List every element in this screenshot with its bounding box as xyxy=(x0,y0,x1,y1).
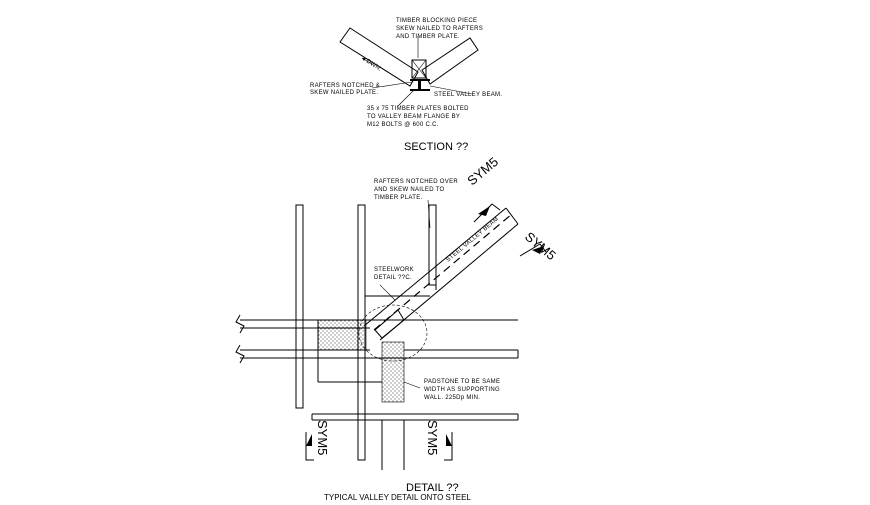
sym-marker-top: SYM5 xyxy=(464,154,501,223)
note-steelwork: STEELWORK DETAIL ??C. xyxy=(374,267,416,281)
note-rafters-notched: RAFTERS NOTCHED & SKEW NAILED PLATE. xyxy=(310,83,382,96)
note-timber-blocking: TIMBER BLOCKING PIECE SKEW NAILED TO RAF… xyxy=(396,18,485,40)
padstone-stipple xyxy=(381,341,405,403)
steel-valley-beam-section xyxy=(410,79,430,91)
sym-marker-right-top: SYM5 xyxy=(519,229,559,263)
svg-text:SYM5: SYM5 xyxy=(425,420,440,455)
detail-title: DETAIL ?? xyxy=(406,482,459,494)
note-steel-valley-beam: STEEL VALLEY BEAM. xyxy=(434,92,502,98)
sym-marker-left: SYM5 xyxy=(305,420,330,461)
left-rafter xyxy=(339,27,419,87)
section-drawing: DWN. TIMBER BLOCKING PIECE SKEW NAILED T… xyxy=(310,18,502,153)
svg-text:SYM5: SYM5 xyxy=(464,154,501,188)
detail-subtitle: TYPICAL VALLEY DETAIL ONTO STEEL xyxy=(324,493,471,502)
svg-text:SYM5: SYM5 xyxy=(522,229,559,263)
timber-blocking-piece xyxy=(411,59,427,79)
detail-callout-circle xyxy=(358,304,428,362)
note-padstone: PADSTONE TO BE SAME WIDTH AS SUPPORTING … xyxy=(424,379,502,401)
section-title: SECTION ?? xyxy=(404,141,468,153)
svg-text:SYM5: SYM5 xyxy=(315,420,330,455)
right-rafter xyxy=(421,37,479,85)
note-rafters-notched-over: RAFTERS NOTCHED OVER AND SKEW NAILED TO … xyxy=(374,179,460,201)
note-timber-plates: 35 x 75 TIMBER PLATES BOLTED TO VALLEY B… xyxy=(367,106,471,128)
detail-drawing: STEEL VALLEY BEAM RAFTERS NOTCHED OVER A… xyxy=(235,154,559,502)
beam-label: STEEL VALLEY BEAM xyxy=(445,216,500,263)
sym-marker-right: SYM5 xyxy=(425,420,453,461)
dim-label: DWN. xyxy=(365,59,383,73)
wall-stipple-left xyxy=(317,319,367,351)
steel-valley-beam xyxy=(363,207,519,341)
